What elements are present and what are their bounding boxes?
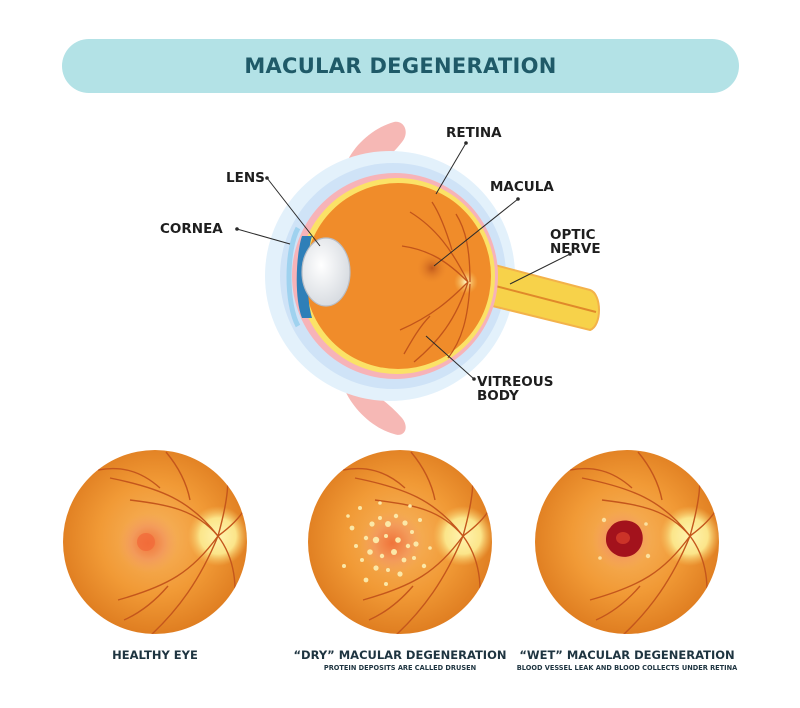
eye-cross-section	[265, 121, 600, 435]
fovea	[137, 533, 155, 551]
caption-dry: “DRY” MACULAR DEGENERATION	[294, 648, 507, 662]
caption-wet: “WET” MACULAR DEGENERATION	[519, 648, 734, 662]
fundus-healthy	[63, 450, 247, 634]
lens-shape	[301, 237, 351, 307]
label-lens: LENS	[226, 170, 265, 186]
cornea-shape	[286, 226, 301, 328]
leader-dots	[235, 141, 572, 381]
eye-optic-disc	[454, 270, 478, 294]
exudate-spots	[598, 517, 651, 560]
page-title: MACULAR DEGENERATION	[244, 54, 557, 78]
label-nerve: NERVE	[550, 241, 601, 257]
drusen-deposits	[342, 501, 432, 586]
optic-nerve	[467, 256, 600, 332]
blood-center	[616, 532, 630, 544]
label-vitreous: VITREOUS	[477, 374, 553, 390]
eye-vessels	[399, 201, 471, 363]
subcaption-dry: PROTEIN DEPOSITS ARE CALLED DRUSEN	[324, 664, 476, 672]
macula-spot	[360, 511, 424, 575]
retinal-vessels	[342, 451, 492, 634]
label-retina: RETINA	[446, 125, 502, 141]
label-optic: OPTIC	[550, 227, 596, 243]
eye-macula	[416, 252, 448, 284]
optic-nerve-line	[479, 281, 597, 313]
label-cornea: CORNEA	[160, 221, 223, 237]
label-macula: MACULA	[490, 179, 554, 195]
label-body: BODY	[477, 388, 519, 404]
fundus-dry	[308, 450, 492, 634]
leader-lines	[236, 142, 571, 380]
caption-healthy: HEALTHY EYE	[112, 648, 198, 662]
title-banner: MACULAR DEGENERATION	[62, 39, 739, 93]
subcaption-wet: BLOOD VESSEL LEAK AND BLOOD COLLECTS UND…	[517, 664, 738, 672]
fundus-wet	[535, 450, 719, 634]
